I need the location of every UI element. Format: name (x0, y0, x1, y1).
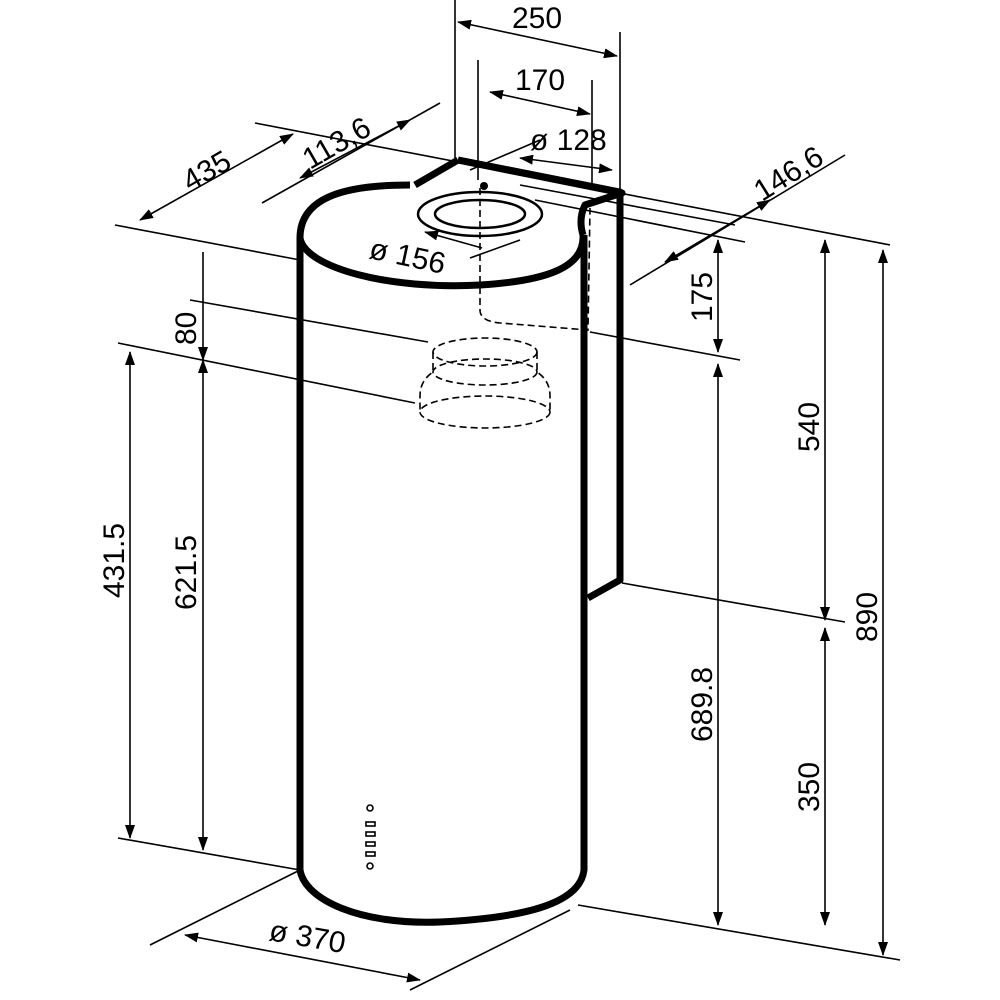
dim-350: 350 (793, 762, 826, 812)
dim-540: 540 (793, 402, 826, 452)
dim-146-6: 146,6 (748, 140, 829, 208)
dim-890: 890 (851, 592, 884, 642)
dim-435: 435 (177, 144, 237, 198)
dim-113-6: 113,6 (297, 111, 377, 176)
cylinder-outline (296, 181, 588, 926)
dim-collar-diameter: ø 156 (367, 233, 449, 281)
hood-body (296, 156, 626, 926)
dim-621-5: 621.5 (170, 535, 203, 610)
dim-175: 175 (686, 272, 719, 322)
dimension-labels: 250 170 ø 128 435 113,6 146,6 ø 156 175 … (98, 2, 884, 960)
inner-duct-dashed (479, 188, 591, 331)
dimension-lines (114, 0, 901, 991)
adaptor-dashed (419, 337, 551, 429)
dim-250: 250 (512, 2, 562, 35)
dim-431-5: 431.5 (98, 523, 131, 598)
dim-689-8: 689.8 (686, 667, 719, 742)
chimney-top (413, 156, 626, 237)
dim-outlet-diameter: ø 128 (530, 124, 607, 157)
dim-170: 170 (515, 64, 565, 97)
dim-80: 80 (170, 312, 203, 345)
outlet-centre (480, 182, 488, 190)
chimney-back-panel (457, 156, 624, 602)
control-panel (365, 804, 376, 870)
